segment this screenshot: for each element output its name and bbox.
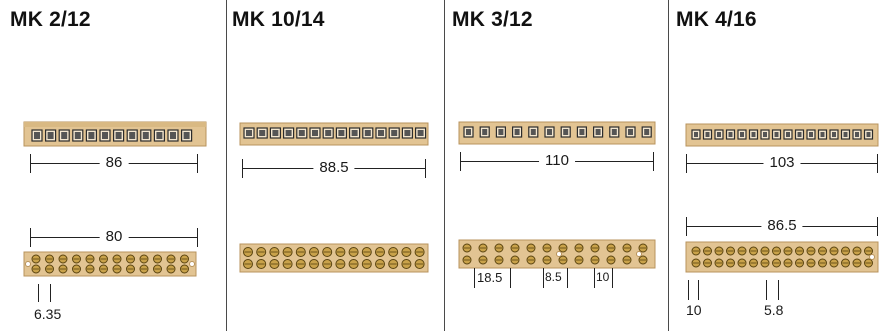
terminal-slot-inner <box>705 132 710 137</box>
dimension-label: 86 <box>99 154 129 172</box>
product-title-mk-10-14: MK 10/14 <box>232 8 325 31</box>
terminal-slot-inner <box>466 129 471 135</box>
terminal-slot-inner <box>74 132 81 139</box>
spacing-label: 18.5 <box>477 270 503 285</box>
terminal-slot-inner <box>417 130 424 136</box>
dimension-label: 88.5 <box>313 159 355 177</box>
terminal-slot-inner <box>285 130 292 136</box>
terminal-slot-inner <box>763 132 767 137</box>
column-divider <box>668 0 669 331</box>
terminal-slot-inner <box>272 130 279 136</box>
terminal-slot-inner <box>628 129 633 135</box>
terminal-slot-inner <box>611 129 617 135</box>
terminal-slot-inner <box>786 132 790 137</box>
terminal-slot-inner <box>364 130 371 136</box>
spacing-10: 10 <box>594 268 613 288</box>
terminal-slot-inner <box>312 130 318 136</box>
terminal-slot-inner <box>351 130 358 136</box>
terminal-slot-inner <box>530 129 536 135</box>
pitch-label: 6.35 <box>34 306 62 322</box>
terminal-slot-inner <box>325 130 332 136</box>
mounting-hole <box>869 254 875 260</box>
terminal-strip-bottom-image <box>239 243 429 273</box>
mounting-hole <box>189 261 195 267</box>
mounting-hole <box>25 261 31 267</box>
spacing-18-5: 18.5 <box>474 268 511 288</box>
terminal-slot-inner <box>717 132 721 137</box>
spacing-10: 10 <box>686 280 702 318</box>
terminal-strip-top-image <box>685 123 879 147</box>
product-title-mk-3-12: MK 3/12 <box>452 8 533 31</box>
spacing-label: 10 <box>686 302 702 318</box>
terminal-slot-inner <box>115 132 122 139</box>
terminal-slot-inner <box>88 132 95 139</box>
terminal-slot-inner <box>728 132 733 137</box>
terminal-strip-top-image <box>458 121 656 145</box>
terminal-strip-top-image <box>23 121 207 147</box>
column-divider <box>444 0 445 331</box>
terminal-slot-inner <box>740 132 744 137</box>
terminal-slot-inner <box>595 129 601 135</box>
terminal-slot-inner <box>797 132 802 137</box>
terminal-slot-inner <box>259 130 266 136</box>
spacing-label: 5.8 <box>764 302 784 318</box>
terminal-slot-inner <box>102 132 108 139</box>
terminal-slot-inner <box>183 132 190 139</box>
terminal-slot-inner <box>694 132 698 137</box>
dimension-label: 80 <box>99 228 129 246</box>
dimension-88-5: 88.5 <box>242 155 426 183</box>
terminal-slot-inner <box>47 132 54 139</box>
dimension-80: 80 <box>30 224 198 252</box>
spacing-5-8: 5.8 <box>764 280 783 318</box>
terminal-slot-inner <box>170 132 176 139</box>
terminal-slot-inner <box>404 130 411 136</box>
terminal-slot-inner <box>832 132 836 137</box>
dimension-label: 103 <box>763 154 801 172</box>
column-divider <box>226 0 227 331</box>
terminal-strip-bottom-image <box>23 251 197 277</box>
terminal-slot-inner <box>579 129 585 135</box>
terminal-strip-top-image <box>239 122 429 146</box>
terminal-slot-inner <box>820 132 825 137</box>
terminal-slot-inner <box>246 130 252 136</box>
spacing-8-5: 8.5 <box>543 268 568 288</box>
terminal-slot-inner <box>298 130 305 136</box>
mounting-hole <box>556 251 562 257</box>
dimension-label: 86.5 <box>761 217 803 235</box>
terminal-slot-inner <box>809 132 813 137</box>
terminal-slot-inner <box>866 132 871 137</box>
terminal-slot-inner <box>774 132 779 137</box>
terminal-slot-inner <box>142 132 149 139</box>
product-title-mk-2-12: MK 2/12 <box>10 8 91 31</box>
mounting-hole <box>636 251 642 257</box>
terminal-slot-inner <box>129 132 136 139</box>
terminal-slot-inner <box>61 132 68 139</box>
terminal-slot-inner <box>498 129 504 135</box>
terminal-slot-inner <box>338 130 345 136</box>
dimension-110: 110 <box>460 148 654 176</box>
terminal-slot-inner <box>156 132 163 139</box>
product-title-mk-4-16: MK 4/16 <box>676 8 757 31</box>
terminal-slot-inner <box>644 129 650 135</box>
terminal-slot-inner <box>514 129 520 135</box>
terminal-strip-bottom-image <box>458 239 656 269</box>
dimension-86-5: 86.5 <box>686 213 878 241</box>
terminal-slot-inner <box>378 130 384 136</box>
terminal-slot-inner <box>34 132 40 139</box>
terminal-slot-inner <box>563 129 569 135</box>
spacing-label: 8.5 <box>545 270 562 284</box>
terminal-slot-inner <box>482 129 488 135</box>
terminal-slot-inner <box>751 132 756 137</box>
terminal-strip-bottom-image <box>685 241 879 273</box>
dimension-103: 103 <box>686 150 878 178</box>
terminal-slot-inner <box>855 132 859 137</box>
spacing-label: 10 <box>596 270 610 284</box>
terminal-slot-inner <box>391 130 398 136</box>
terminal-slot-inner <box>843 132 848 137</box>
dimension-label: 110 <box>539 152 575 170</box>
terminal-slot-inner <box>547 129 552 135</box>
dimension-86: 86 <box>30 150 198 178</box>
